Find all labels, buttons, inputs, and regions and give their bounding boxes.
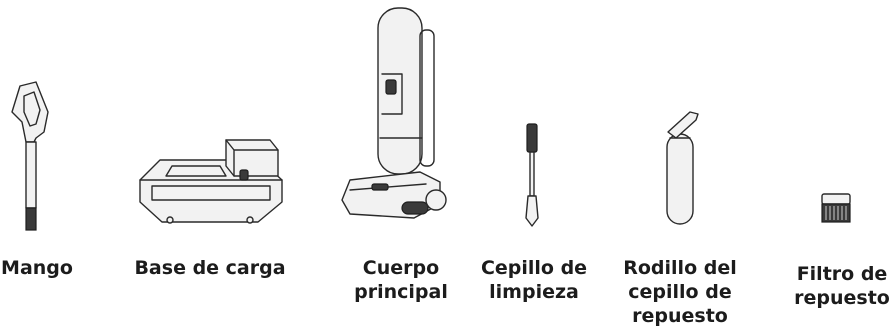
- charging-base-icon: [130, 130, 290, 228]
- handle-icon: [6, 81, 56, 234]
- part-label: Cepillo de limpieza: [480, 257, 588, 303]
- cleaning-brush-icon: [520, 122, 544, 228]
- part-label: Filtro de repuesto: [794, 263, 890, 309]
- part-label: Mango: [1, 257, 73, 279]
- part-label: Cuerpo principal: [354, 257, 448, 303]
- part-label: Rodillo del cepillo de repuesto: [623, 257, 737, 327]
- main-body-icon: [336, 4, 460, 226]
- spare-brush-roller-icon: [660, 106, 700, 228]
- part-label: Base de carga: [134, 257, 286, 279]
- spare-filter-icon: [818, 192, 854, 226]
